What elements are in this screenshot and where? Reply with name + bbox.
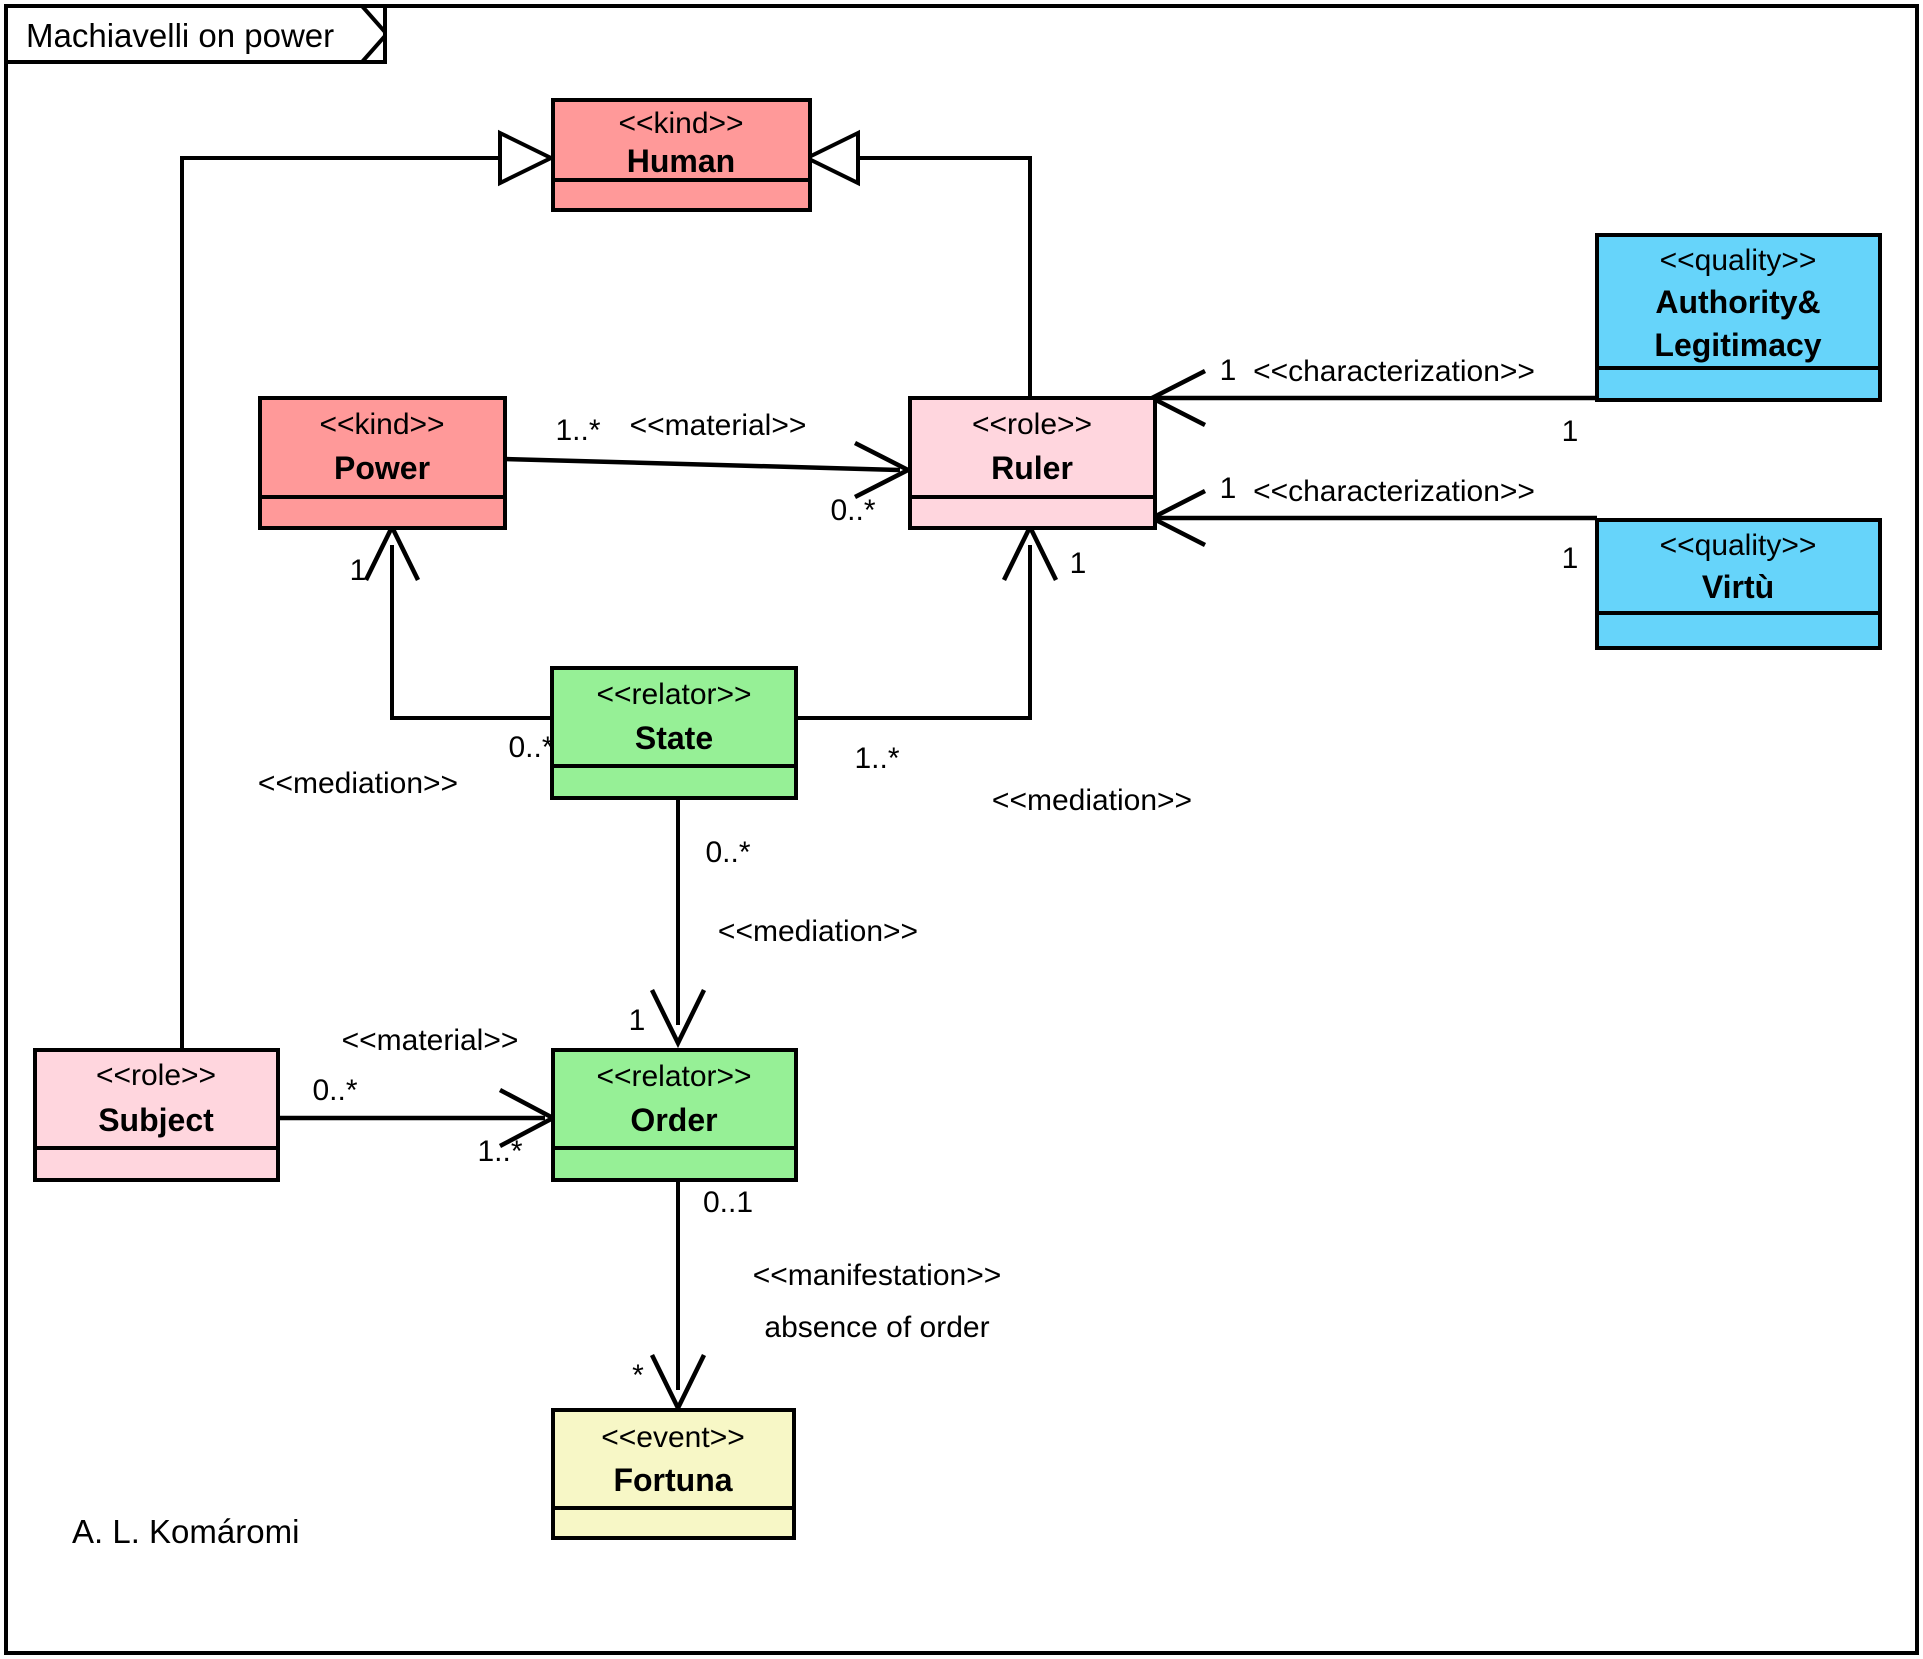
mult-power-ruler-target: 0..* <box>830 494 875 527</box>
mult-order-fortuna-source: 0..1 <box>703 1186 753 1219</box>
mult-state-ruler-target: 1 <box>1070 547 1087 580</box>
generalization-arrowhead <box>498 129 556 187</box>
class-name-order: Order <box>630 1102 717 1138</box>
mult-state-ruler-source: 1..* <box>854 742 899 775</box>
class-name-power: Power <box>334 450 430 486</box>
class-name-human: Human <box>627 143 735 179</box>
class-box-human[interactable]: <<kind>> Human <box>551 98 812 212</box>
class-name-fortuna: Fortuna <box>613 1462 732 1498</box>
author-label: A. L. Komáromi <box>72 1513 299 1550</box>
class-name-virtu: Virtù <box>1702 569 1774 605</box>
mult-authleg-source: 1 <box>1562 415 1579 448</box>
class-box-subject[interactable]: <<role>> Subject <box>33 1048 280 1182</box>
edge-state-order-mediation: 0..* <<mediation>> 1 <box>629 795 918 1049</box>
class-box-power[interactable]: <<kind>> Power <box>258 396 507 530</box>
class-name-state: State <box>635 720 713 756</box>
mult-virtu-target: 1 <box>1220 472 1237 505</box>
class-stereotype-authority-legitimacy: <<quality>> <box>1660 244 1817 277</box>
mult-power-ruler-source: 1..* <box>555 414 600 447</box>
label-material-power-ruler: <<material>> <box>630 409 807 442</box>
edge-virtu-ruler-characterization: 1 <<characterization>> 1 <box>1147 472 1597 575</box>
diagram-frame: Machiavelli on power <box>4 4 1919 1655</box>
label-mediation-2: <<mediation>> <box>992 784 1192 817</box>
edge-order-fortuna-manifestation: 0..1 <<manifestation>> absence of order … <box>632 1172 1002 1414</box>
label-characterization-2: <<characterization>> <box>1253 475 1535 508</box>
edge-state-ruler-mediation: 1 1..* <<mediation>> <box>795 521 1192 817</box>
class-stereotype-subject: <<role>> <box>96 1059 216 1092</box>
label-mediation-3: <<mediation>> <box>718 915 918 948</box>
edge-ruler-human <box>802 129 1032 398</box>
mult-state-order-target: 1 <box>629 1004 646 1037</box>
class-stereotype-fortuna: <<event>> <box>601 1421 744 1454</box>
mult-subject-order-target: 1..* <box>477 1135 522 1168</box>
label-manifestation: <<manifestation>> <box>753 1259 1002 1292</box>
label-mediation-1: <<mediation>> <box>258 767 458 800</box>
class-box-state[interactable]: <<relator>> State <box>550 666 798 800</box>
label-manifestation-note: absence of order <box>764 1311 989 1344</box>
class-name-ruler: Ruler <box>991 450 1073 486</box>
class-name-authority-legitimacy-line1: Authority& <box>1655 284 1820 320</box>
edge-power-ruler-material: 1..* <<material>> 0..* <box>503 409 913 527</box>
mult-order-fortuna-target: * <box>632 1359 644 1392</box>
class-stereotype-virtu: <<quality>> <box>1660 529 1817 562</box>
generalization-arrowhead <box>802 129 860 187</box>
mult-state-power-source: 0..* <box>508 731 553 764</box>
edge-authleg-ruler-characterization: 1 <<characterization>> 1 <box>1147 354 1597 448</box>
edge-subject-human <box>180 129 556 1050</box>
class-stereotype-state: <<relator>> <box>596 678 751 711</box>
class-stereotype-human: <<kind>> <box>618 107 743 140</box>
mult-subject-order-source: 0..* <box>312 1074 357 1107</box>
mult-virtu-source: 1 <box>1562 542 1579 575</box>
class-name-subject: Subject <box>98 1102 214 1138</box>
class-box-authority-legitimacy[interactable]: <<quality>> Authority& Legitimacy <box>1595 233 1882 402</box>
class-box-order[interactable]: <<relator>> Order <box>551 1048 798 1182</box>
class-stereotype-ruler: <<role>> <box>972 408 1092 441</box>
class-box-ruler[interactable]: <<role>> Ruler <box>908 396 1157 530</box>
edge-subject-order-material: 0..* <<material>> 1..* <box>277 1024 558 1168</box>
mult-state-power-target: 1 <box>350 554 367 587</box>
class-name-authority-legitimacy-line2: Legitimacy <box>1654 327 1821 363</box>
frame-title-label: Machiavelli on power <box>26 17 334 54</box>
mult-state-order-source: 0..* <box>705 836 750 869</box>
label-material-subject-order: <<material>> <box>342 1024 519 1057</box>
edge-state-power-mediation: 1 0..* <<mediation>> <box>258 521 554 800</box>
mult-authleg-target: 1 <box>1220 354 1237 387</box>
label-characterization-1: <<characterization>> <box>1253 355 1535 388</box>
class-stereotype-order: <<relator>> <box>596 1060 751 1093</box>
class-box-fortuna[interactable]: <<event>> Fortuna <box>551 1408 796 1540</box>
class-box-virtu[interactable]: <<quality>> Virtù <box>1595 518 1882 650</box>
class-stereotype-power: <<kind>> <box>319 408 444 441</box>
